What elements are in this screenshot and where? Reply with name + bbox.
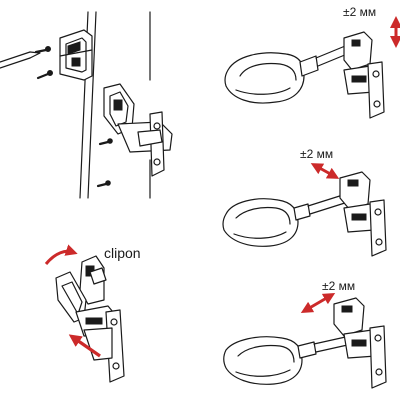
hinge-assembly [103, 83, 173, 177]
screwdriver-ferrule [299, 55, 319, 77]
adjust-height-label: ±2 мм [322, 279, 355, 293]
screwdriver-handle [224, 52, 305, 104]
screwdriver-handle-grip [235, 369, 291, 377]
adjust-arrow-icon [300, 292, 336, 314]
screwdriver-tip [29, 51, 41, 59]
screwdriver-handle [222, 198, 299, 247]
screw-icon [34, 46, 51, 54]
screwdriver-handle-grip [235, 87, 291, 95]
clip-rotate-arrow-icon [44, 244, 78, 265]
screwdriver-shaft [0, 51, 31, 69]
panel-adjust-height: ±2 мм [223, 279, 387, 389]
mounting-plate [59, 29, 93, 81]
screwdriver-handle-grip [233, 231, 287, 239]
adjust-depth-label: ±2 мм [343, 5, 376, 19]
hinge-assembly [55, 271, 125, 383]
push-arrow-icon [68, 334, 101, 358]
hinge-assembly [339, 171, 387, 257]
screwdriver-handle-grip [237, 344, 295, 363]
screw-icon [96, 180, 111, 188]
screw-icon [36, 70, 53, 80]
adjust-side-label: ±2 мм [300, 147, 333, 161]
screwdriver-handle [223, 336, 303, 385]
panel-adjust-depth: ±2 мм [224, 5, 400, 119]
clip-mount-label: clipon [104, 245, 141, 261]
panel-mounting [0, 11, 173, 199]
mounting-plate [79, 255, 107, 305]
panel-clip-mount: clipon [44, 244, 141, 383]
screwdriver-handle-grip [239, 62, 297, 81]
hinge-assembly [343, 31, 385, 119]
cabinet-edge-line [87, 11, 97, 199]
hinge-assembly [333, 297, 387, 389]
adjust-arrow-icon [310, 163, 340, 179]
screwdriver-ferrule [297, 341, 317, 359]
screwdriver-ferrule [293, 203, 311, 221]
panel-adjust-side: ±2 мм [222, 147, 387, 257]
screwdriver-handle-grip [235, 206, 291, 225]
screw-icon [98, 138, 113, 146]
